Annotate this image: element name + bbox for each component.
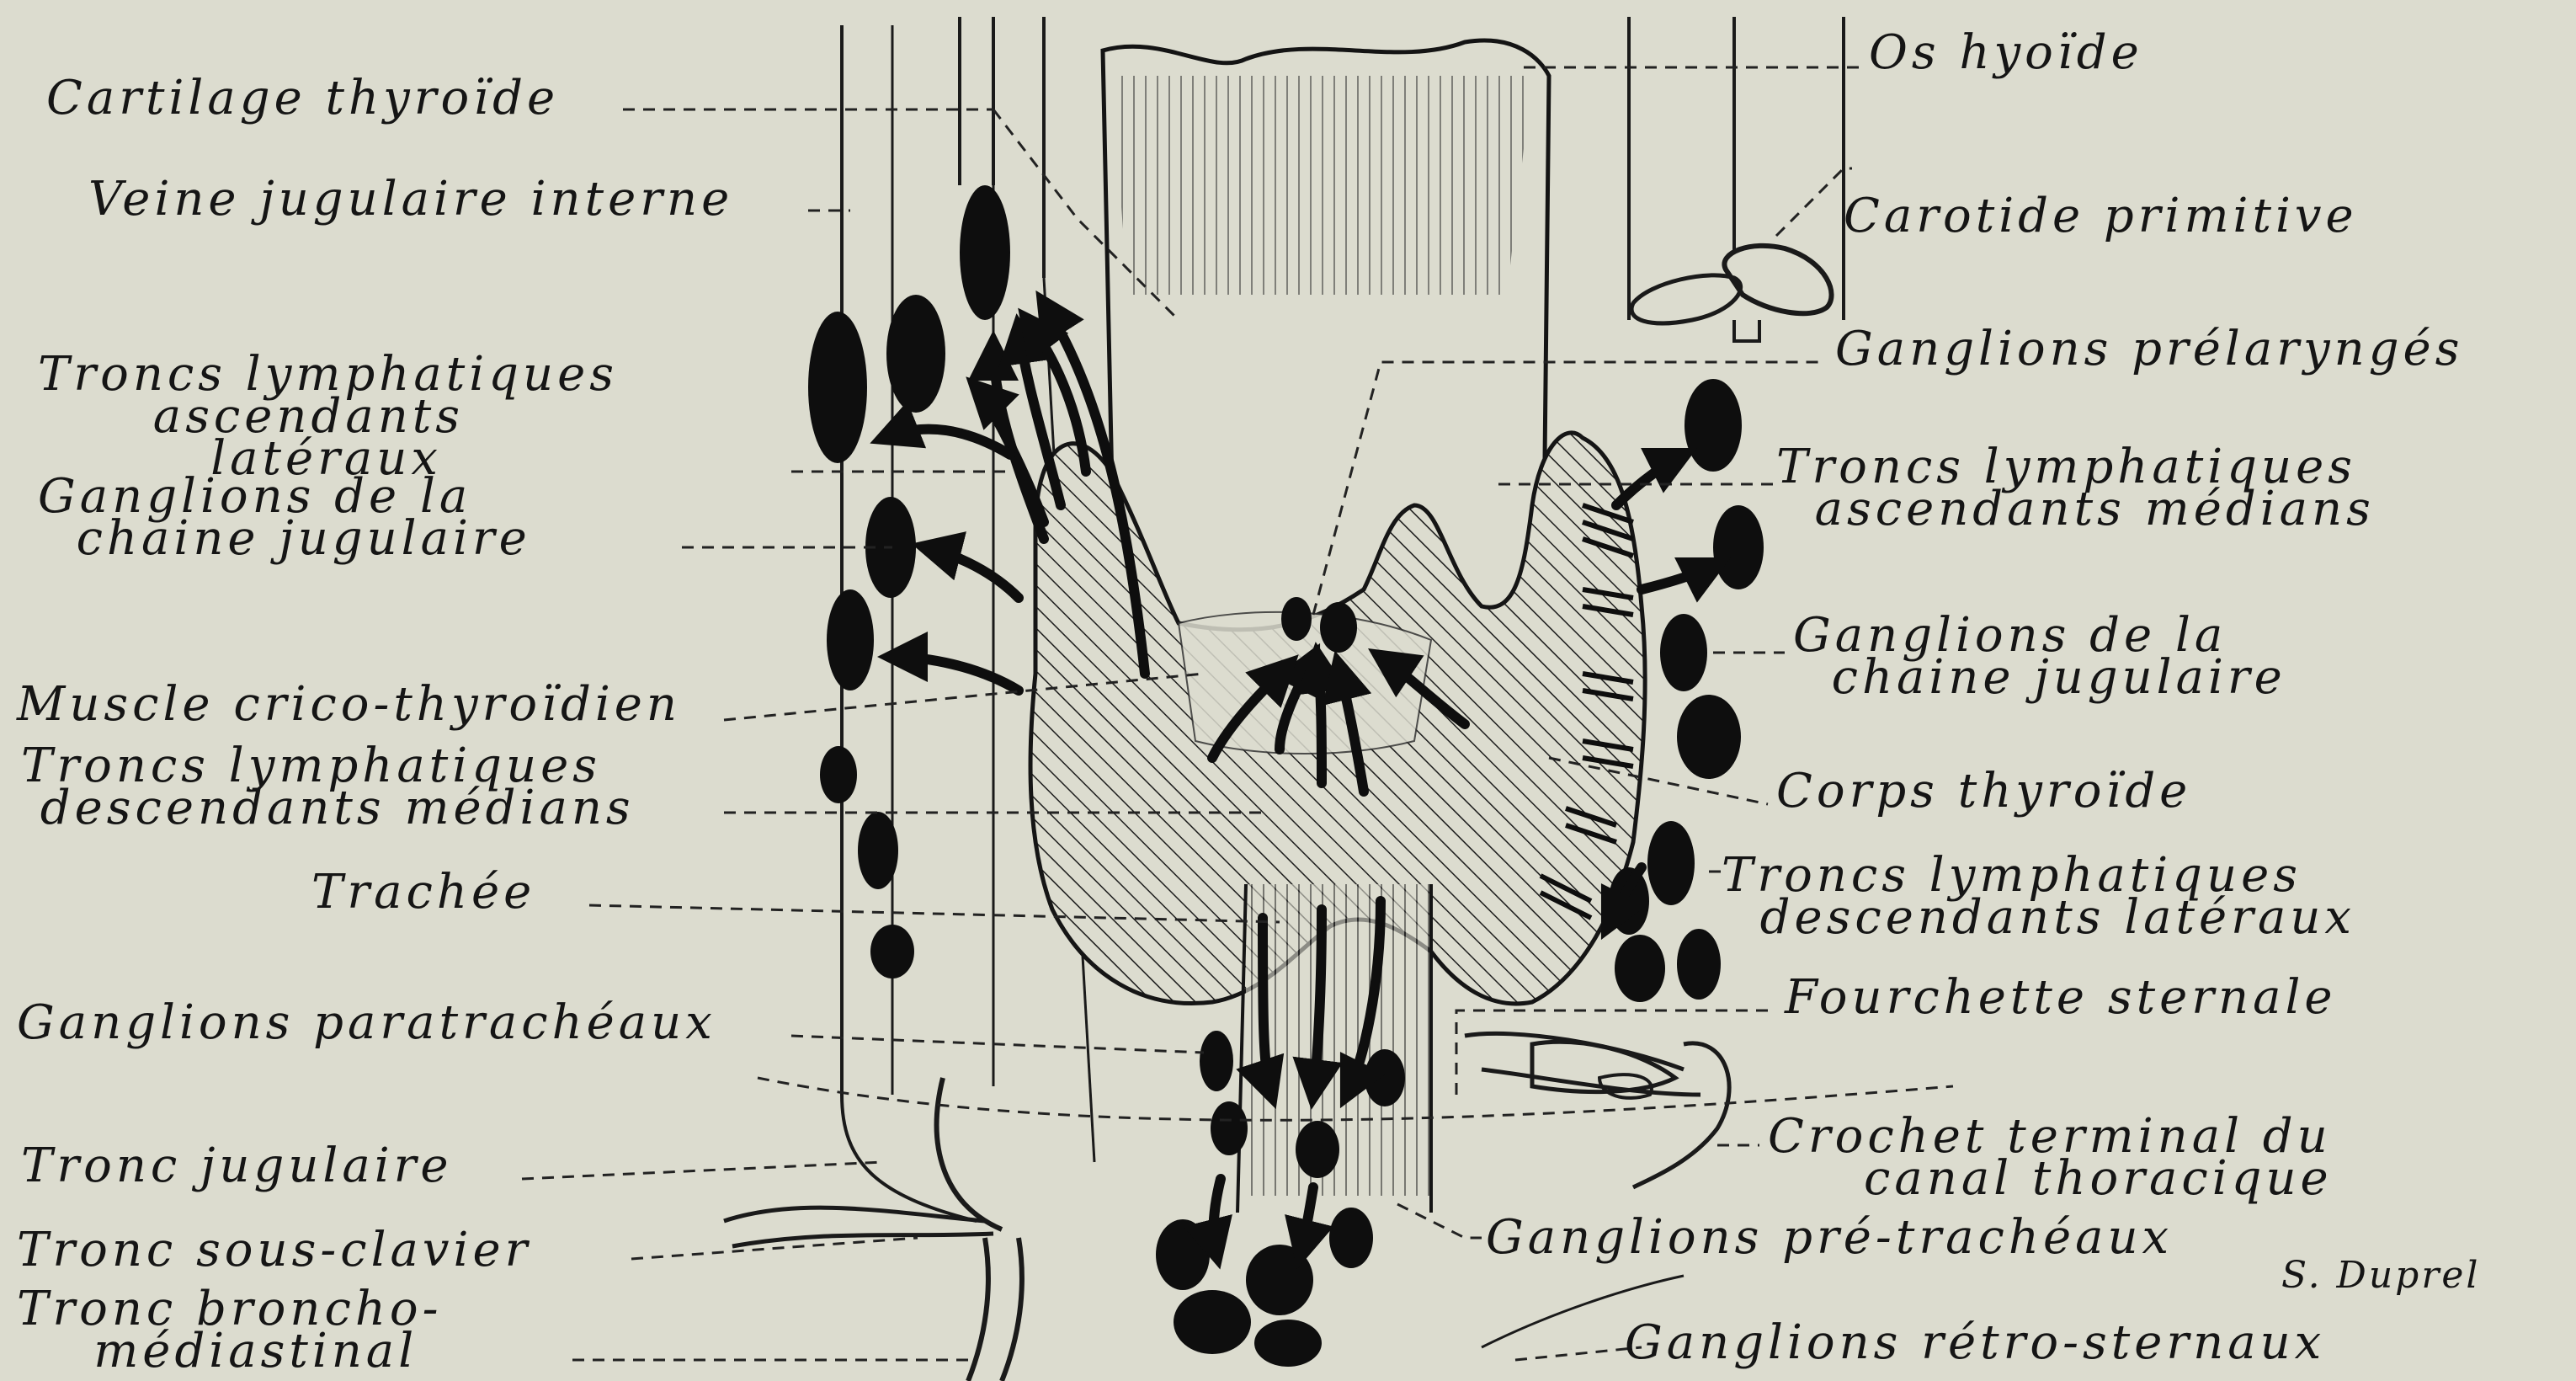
label-tronc-jugulaire: Tronc jugulaire xyxy=(21,1145,453,1187)
label-fourchette-sternale: Fourchette sternale xyxy=(1785,977,2337,1019)
artist-signature: S. Duprel xyxy=(2281,1255,2480,1297)
label-troncs-lymphatiques-ascendants-medians: Troncs lymphatiques ascendants médians xyxy=(1776,446,2375,531)
label-os-hyoide: Os hyoïde xyxy=(1869,32,2143,74)
label-crochet-terminal-canal-thoracique: Crochet terminal du canal thoracique xyxy=(1768,1116,2333,1200)
label-tronc-sous-clavier: Tronc sous-clavier xyxy=(17,1229,531,1272)
label-ganglions-pre-tracheaux: Ganglions pré-trachéaux xyxy=(1486,1217,2173,1259)
label-ganglions-chaine-jugulaire-left: Ganglions de la chaine jugulaire xyxy=(38,476,531,560)
label-muscle-crico-thyroidien: Muscle crico-thyroïdien xyxy=(17,684,681,726)
label-trachee: Trachée xyxy=(311,872,535,914)
label-troncs-lymphatiques-descendants-medians: Troncs lymphatiques descendants médians xyxy=(21,745,635,829)
label-tronc-broncho-mediastinal: Tronc broncho- médiastinal xyxy=(17,1288,443,1373)
label-ganglions-chaine-jugulaire-right: Ganglions de la chaine jugulaire xyxy=(1793,615,2286,699)
label-ganglions-retro-sternaux: Ganglions rétro-sternaux xyxy=(1625,1322,2325,1364)
label-ganglions-prelaryngés: Ganglions prélaryngés xyxy=(1835,328,2463,371)
label-ganglions-paratracheaux: Ganglions paratrachéaux xyxy=(17,1002,716,1044)
label-troncs-lymphatiques-ascendants-lateraux: Troncs lymphatiques ascendants latéraux xyxy=(38,354,618,480)
label-veine-jugulaire-interne: Veine jugulaire interne xyxy=(88,179,733,221)
label-troncs-lymphatiques-descendants-lateraux: Troncs lymphatiques descendants latéraux xyxy=(1722,855,2355,939)
label-corps-thyroide: Corps thyroïde xyxy=(1776,770,2191,813)
label-carotide-primitive: Carotide primitive xyxy=(1844,195,2358,237)
label-cartilage-thyroide: Cartilage thyroïde xyxy=(46,77,559,120)
